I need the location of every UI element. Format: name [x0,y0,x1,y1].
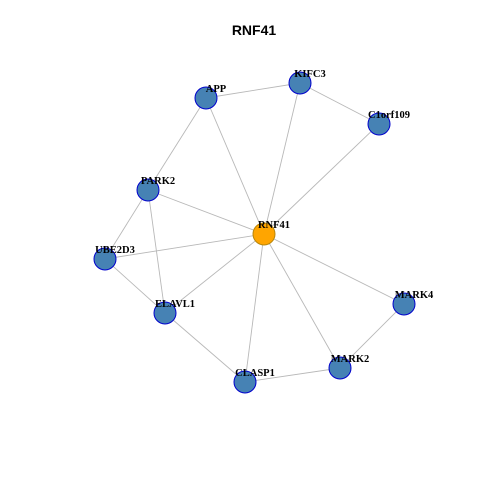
node-kifc3 [288,71,312,95]
edge-mark2-mark4 [339,303,405,369]
node-elavl1 [153,301,177,325]
node-label-ube2d3: UBE2D3 [95,245,135,256]
edge-c1orf109-rnf41 [263,123,380,235]
node-mark4 [392,292,416,316]
edge-mark4-rnf41 [263,233,405,305]
edge-clasp1-rnf41 [244,233,265,383]
node-label-mark4: MARK4 [395,290,434,301]
edge-park2-ube2d3 [104,189,149,260]
node-park2 [136,178,160,202]
node-label-elavl1: ELAVL1 [155,299,195,310]
node-layer [93,71,416,394]
node-label-rnf41: RNF41 [258,220,290,231]
edge-layer [104,82,405,383]
graph-title: RNF41 [232,22,277,38]
node-app [194,86,218,110]
edge-ube2d3-elavl1 [104,258,166,314]
edge-park2-rnf41 [147,189,265,235]
edge-mark2-rnf41 [263,233,341,369]
node-label-app: APP [206,84,227,95]
node-ube2d3 [93,247,117,271]
edge-app-kifc3 [205,82,301,99]
edge-app-rnf41 [205,97,265,235]
node-c1orf109 [367,112,391,136]
label-layer: RNF41 APP KIFC3C1orf109PARK2UBE2D3ELAVL1CL… [95,69,434,379]
edge-kifc3-c1orf109 [299,82,380,125]
edge-elavl1-rnf41 [164,233,265,314]
edge-ube2d3-rnf41 [104,233,265,260]
node-rnf41 [252,222,276,246]
edge-app-park2 [147,97,207,191]
edge-clasp1-mark2 [244,367,341,383]
node-label-park2: PARK2 [141,176,175,187]
node-label-c1orf109: C1orf109 [368,110,410,121]
node-mark2 [328,356,352,380]
edge-park2-elavl1 [147,189,166,314]
node-clasp1 [233,370,257,394]
node-label-kifc3: KIFC3 [294,69,326,80]
edge-kifc3-rnf41 [263,82,301,235]
node-label-mark2: MARK2 [331,354,370,365]
edge-elavl1-clasp1 [164,312,246,383]
node-label-clasp1: CLASP1 [235,368,275,379]
